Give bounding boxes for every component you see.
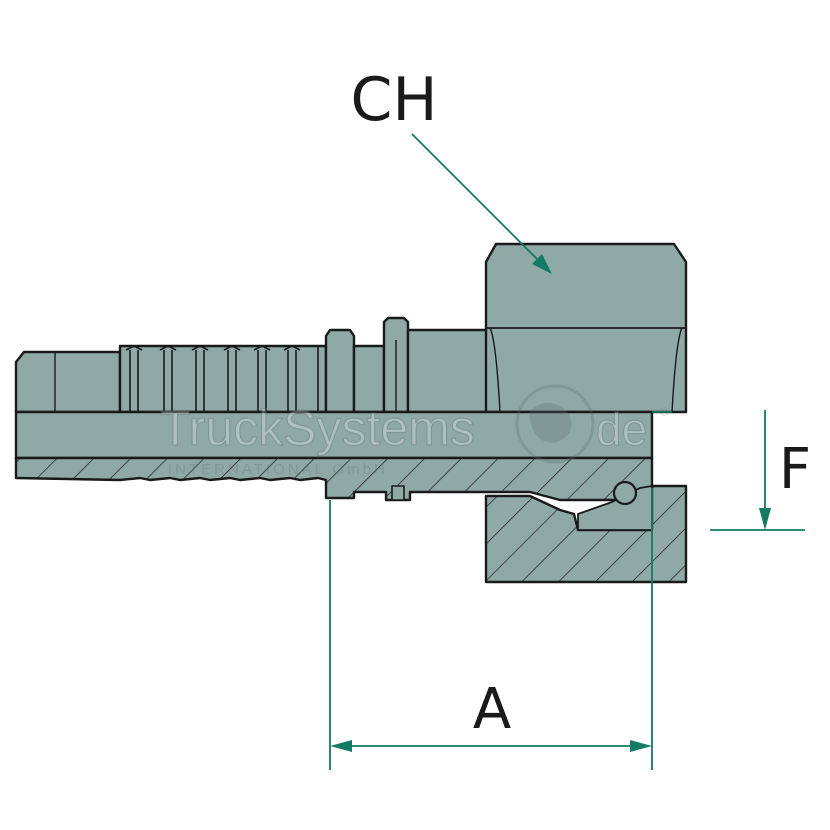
label-a: A (473, 677, 511, 742)
a-arrow-right (630, 740, 652, 752)
watermark: TruckSystems de ® INTERNATIONAL GmbH (159, 384, 669, 478)
label-ch: CH (350, 65, 437, 135)
tail-section (14, 456, 654, 502)
f-arrow (759, 508, 771, 530)
watermark-company: INTERNATIONAL GmbH (168, 461, 388, 478)
label-f: F (779, 437, 811, 502)
section-view (14, 456, 688, 584)
o-ring (612, 480, 638, 506)
hose-tail-tip (14, 350, 122, 414)
swivel-nut (484, 242, 688, 414)
watermark-brand: TruckSystems (160, 400, 475, 456)
nut-neck (406, 328, 490, 414)
ch-leader-line (411, 133, 541, 263)
watermark-suffix: de (596, 403, 647, 455)
globe-icon (515, 384, 595, 464)
a-arrow-left (330, 740, 352, 752)
ch-leader-arrow (532, 254, 552, 274)
hose-tail (14, 316, 490, 414)
barb-ridges (125, 345, 319, 412)
groove-detail (391, 485, 405, 501)
dimensions (329, 133, 805, 770)
